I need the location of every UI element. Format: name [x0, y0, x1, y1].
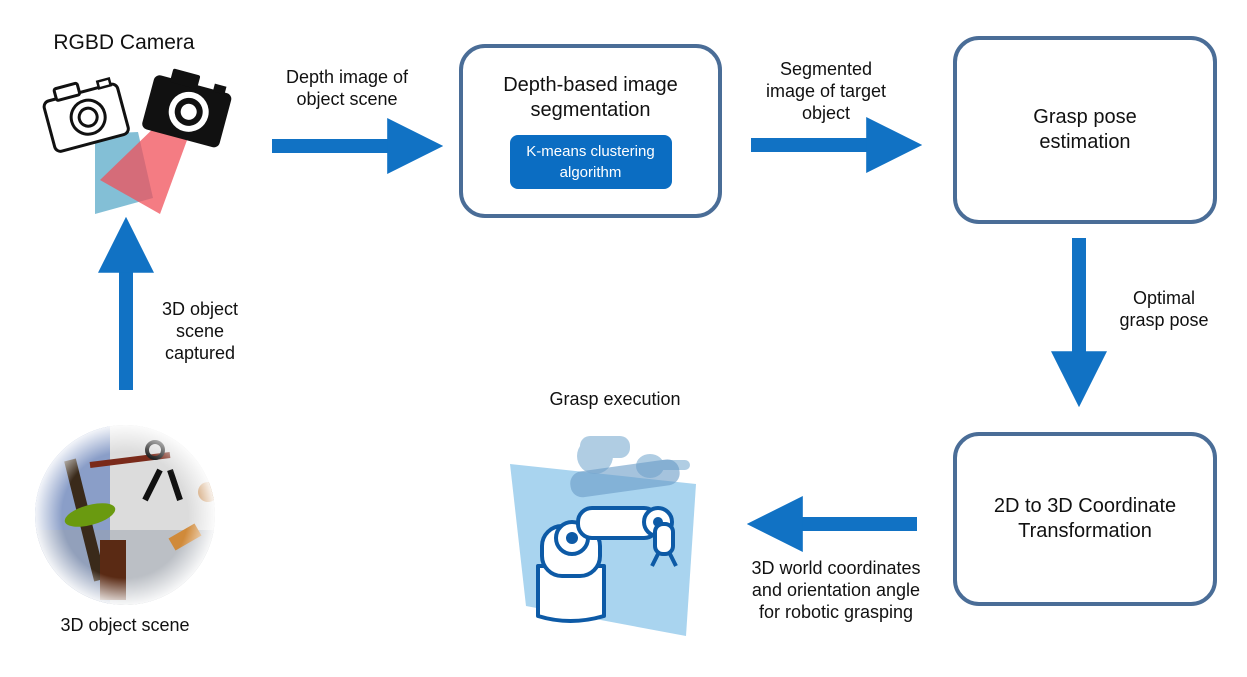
- node-coordinate-transformation: 2D to 3D Coordinate Transformation: [953, 432, 1217, 606]
- grasp-execution-caption: Grasp execution: [549, 389, 681, 409]
- scene-caption: 3D object scene: [60, 615, 190, 635]
- kmeans-subbox: K-means clustering algorithm: [509, 135, 672, 189]
- edge-label-world-coords: 3D world coordinates and orientation ang…: [751, 558, 921, 622]
- camera-title: RGBD Camera: [53, 31, 195, 54]
- node-grasp-pose-estimation: Grasp pose estimation: [953, 36, 1217, 224]
- segmentation-title: Depth-based image segmentation: [503, 74, 678, 121]
- rgbd-camera-icon: [42, 68, 232, 214]
- edge-label-depth-image: Depth image of object scene: [285, 67, 409, 109]
- object-scene-image: [35, 425, 215, 605]
- node-segmentation: Depth-based image segmentation K-means c…: [459, 44, 722, 218]
- transform-title: 2D to 3D Coordinate Transformation: [993, 495, 1177, 542]
- edge-label-optimal-grasp: Optimal grasp pose: [1119, 288, 1209, 330]
- edge-label-scene-captured: 3D object scene captured: [161, 299, 239, 363]
- grasp-pose-title: Grasp pose estimation: [1033, 106, 1137, 153]
- edge-label-segmented: Segmented image of target object: [765, 59, 887, 123]
- robot-arm-icon: [510, 436, 696, 636]
